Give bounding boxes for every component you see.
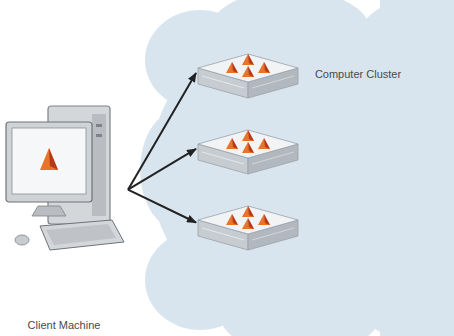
computer-illustration: [0, 100, 128, 336]
arrow-connector: [128, 149, 196, 190]
client-machine: Client Machine: [0, 100, 128, 336]
server-stack: [196, 50, 411, 280]
arrow-connector: [128, 190, 196, 223]
arrow-connector: [128, 73, 196, 190]
computer-cluster: Computer Cluster: [196, 50, 411, 280]
node-label: Client Machine: [4, 319, 124, 332]
node-label: Computer Cluster: [314, 68, 402, 81]
